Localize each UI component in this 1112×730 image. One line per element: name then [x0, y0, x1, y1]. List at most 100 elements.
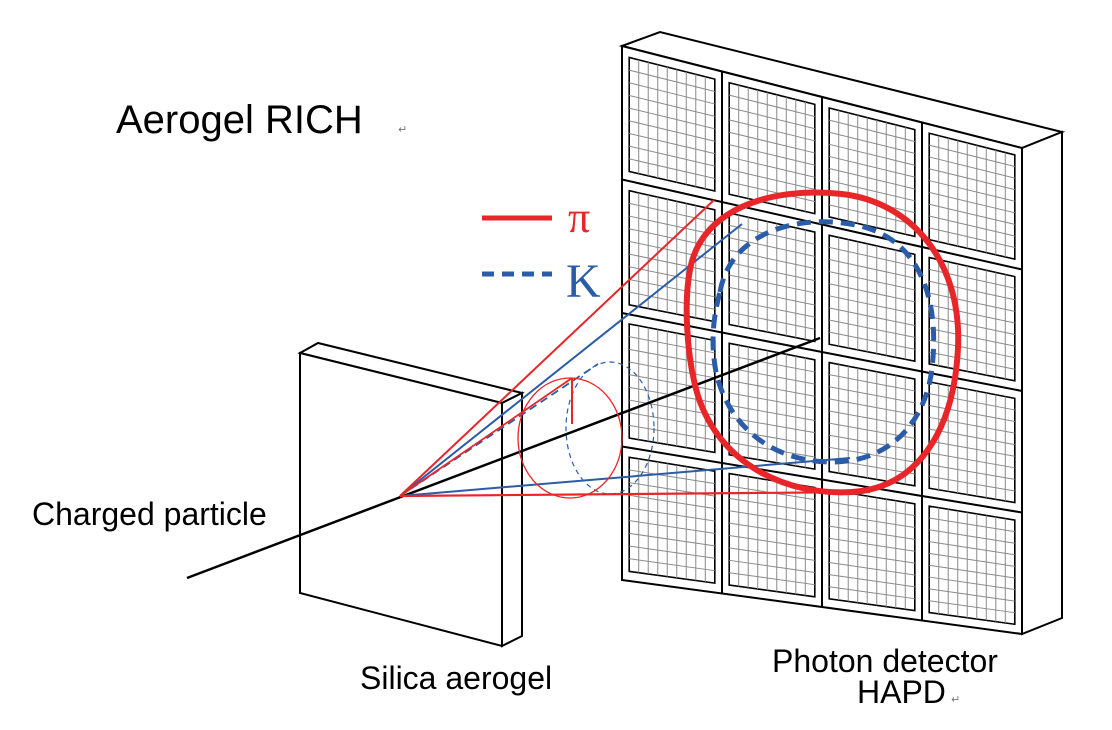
aerogel-front-face	[299, 351, 503, 648]
hapd-pixel-line	[629, 291, 715, 310]
hapd-pixel-line	[629, 520, 715, 534]
hapd-pixel-line	[629, 82, 715, 105]
aerogel-side-face	[501, 391, 523, 648]
hapd-pixel-line	[929, 541, 1015, 556]
hapd-pixel-line	[729, 392, 815, 409]
hapd-pixel-line	[629, 545, 715, 559]
hapd-pixel-line	[929, 203, 1015, 225]
hapd-pixel-line	[829, 180, 915, 202]
hapd-pixel-line	[729, 522, 815, 537]
hapd-pixel-line	[629, 399, 715, 416]
hapd-pixel-line	[729, 559, 815, 574]
hapd-pixel-line	[829, 537, 915, 552]
hapd-pixel-line	[929, 517, 1015, 533]
hapd-pixel-line	[729, 181, 815, 203]
hapd-pixel-line	[829, 501, 915, 517]
hapd-pixel-line	[629, 507, 715, 522]
hapd-pixel-line	[829, 204, 915, 226]
hapd-pixel-line	[929, 351, 1015, 370]
hapd-pixel-line	[929, 576, 1015, 591]
hapd-pixel-line	[629, 348, 715, 366]
hapd-label: HAPD	[857, 674, 946, 710]
hapd-pixel-line	[629, 424, 715, 441]
hapd-pixel-line	[829, 283, 915, 303]
hapd-pixel-line	[729, 429, 815, 446]
hapd-pixel-line	[929, 227, 1015, 249]
hapd-pixel-line	[929, 304, 1015, 324]
hapd-pixel-line	[629, 202, 715, 223]
hapd-module	[928, 132, 1016, 261]
hapd-pixel-line	[729, 311, 815, 330]
hapd-pixel-line	[929, 600, 1015, 614]
hapd-pixel-line	[729, 249, 815, 270]
hapd-pixel-line	[829, 374, 915, 392]
kaon-cherenkov-cone	[399, 219, 937, 497]
charged-particle-label: Charged particle	[32, 496, 267, 532]
legend-pion-label: π	[568, 193, 590, 242]
hapd-pixel-line	[629, 469, 715, 485]
hapd-pixel-line	[729, 299, 815, 318]
kaon-cone-edge-lower	[399, 457, 851, 497]
hapd-pixel-line	[929, 393, 1015, 411]
hapd-pixel-line	[929, 428, 1015, 446]
hapd-pixel-line	[929, 464, 1015, 480]
hapd-pixel-line	[729, 404, 815, 422]
hapd-module-grid	[621, 56, 1023, 626]
pion-cherenkov-cone	[399, 189, 962, 499]
hapd-pixel-line	[729, 131, 815, 154]
hapd-pixel-line	[929, 168, 1015, 191]
legend: π K	[482, 193, 601, 308]
hapd-pixel-line	[729, 547, 815, 561]
hapd-pixel-line	[829, 549, 915, 564]
hapd-pixel-line	[829, 513, 915, 529]
hapd-pixel-line	[929, 564, 1015, 579]
hapd-pixel-line	[629, 532, 715, 547]
hapd-pixel-line	[629, 215, 715, 236]
hapd-pixel-line	[929, 215, 1015, 237]
hapd-pixel-line	[729, 497, 815, 513]
hapd-pixel-line	[829, 271, 915, 291]
hapd-pixel-line	[829, 525, 915, 540]
hapd-pixel-line	[629, 558, 715, 572]
hapd-pixel-line	[729, 144, 815, 166]
charged-particle-track	[186, 336, 821, 580]
hapd-pixel-line	[929, 191, 1015, 214]
hapd-pixel-line	[829, 246, 915, 267]
hapd-pixel-line	[629, 120, 715, 142]
return-mark: ↵	[398, 123, 407, 136]
hapd-pixel-line	[929, 339, 1015, 359]
hapd-pixel-line	[629, 374, 715, 391]
hapd-pixel-line	[929, 280, 1015, 301]
hapd-pixel-line	[829, 155, 915, 178]
hapd-pixel-line	[629, 133, 715, 155]
hapd-pixel-line	[729, 224, 815, 245]
module-separator	[621, 445, 1023, 514]
pion-cone-edge-inner	[399, 377, 573, 497]
return-mark-hapd: ↵	[951, 693, 960, 706]
hapd-pixel-line	[629, 145, 715, 167]
diagram-title: Aerogel RICH	[116, 98, 363, 142]
hapd-pixel-line	[929, 588, 1015, 602]
hapd-pixel-line	[929, 316, 1015, 336]
hapd-pixel-line	[929, 405, 1015, 423]
kaon-cone-cross-section	[565, 361, 655, 495]
hapd-pixel-line	[729, 156, 815, 178]
pion-cone-cross-section	[517, 377, 623, 499]
hapd-pixel-line	[829, 574, 915, 588]
hapd-pixel-line	[929, 292, 1015, 312]
hapd-pixel-line	[929, 180, 1015, 202]
hapd-pixel-line	[829, 307, 915, 327]
hapd-pixel-line	[729, 286, 815, 306]
hapd-pixel-line	[829, 398, 915, 416]
hapd-pixel-line	[629, 494, 715, 510]
hapd-pixel-line	[829, 434, 915, 451]
pion-ring	[683, 189, 962, 496]
hapd-pixel-line	[829, 386, 915, 404]
detector-side-face	[1021, 130, 1063, 636]
hapd-pixel-line	[729, 379, 815, 397]
pion-cone-edge-lower	[399, 490, 871, 498]
hapd-pixel-line	[929, 144, 1015, 167]
hapd-pixel-line	[729, 237, 815, 257]
hapd-pixel-line	[929, 475, 1015, 492]
hapd-pixel-line	[629, 361, 715, 379]
